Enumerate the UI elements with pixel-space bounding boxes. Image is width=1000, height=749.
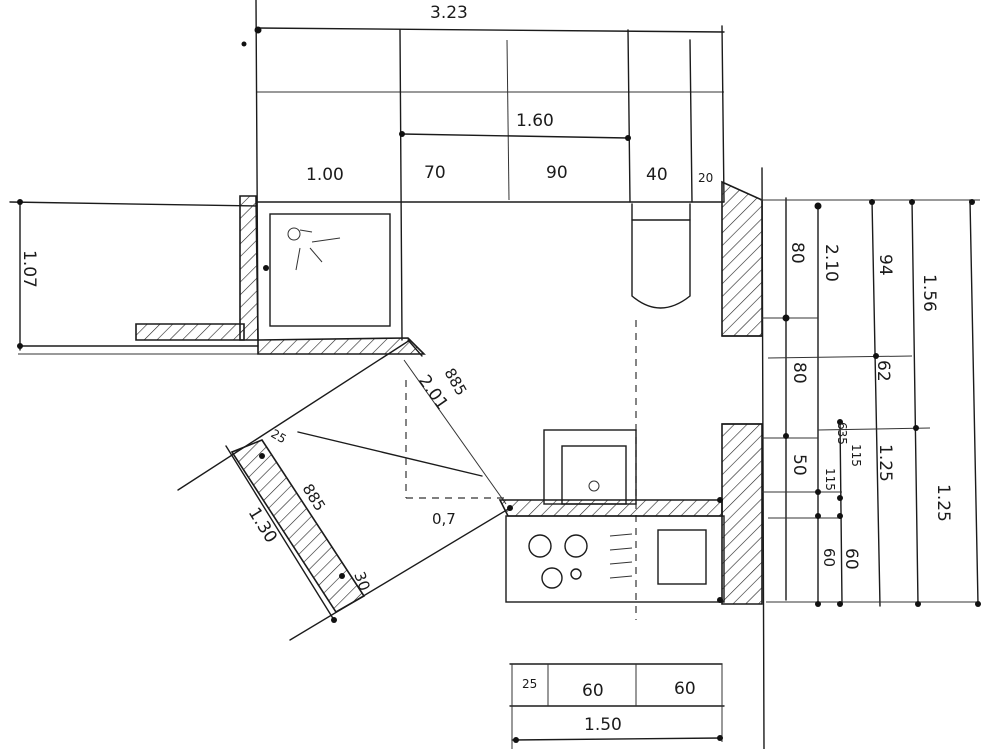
label-60-bottom-b: 60: [674, 679, 696, 699]
label-1-25a: 1.25: [875, 444, 895, 482]
label-1-56: 1.56: [919, 274, 939, 312]
bottom-dimension-lines: [509, 663, 725, 749]
label-60-bottom-a: 60: [582, 681, 604, 701]
dashed-reference-lines: [405, 320, 637, 620]
label-20: 20: [698, 171, 713, 185]
label-2-10: 2.10: [821, 244, 841, 282]
label-1-25b: 1.25: [933, 484, 953, 522]
label-1-50: 1.50: [584, 715, 622, 735]
sink-unit: [543, 429, 637, 505]
label-50: 50: [789, 454, 809, 476]
label-25-bottom: 25: [522, 677, 537, 691]
label-60b: 60: [841, 548, 861, 570]
label-60a: 60: [820, 548, 838, 567]
wall-below-shower: [257, 337, 426, 355]
label-1-60: 1.60: [516, 111, 554, 131]
label-115: 115: [849, 444, 863, 467]
right-dimension-lines: [760, 197, 981, 607]
label-25-diag: 25: [269, 426, 289, 446]
label-1-07: 1.07: [19, 250, 39, 288]
label-115b: 115: [823, 468, 837, 491]
tall-cabinet: [631, 203, 691, 309]
label-3-23: 3.23: [430, 3, 468, 23]
label-80-top: 80: [787, 242, 807, 264]
label-40: 40: [646, 165, 668, 185]
label-635: 635: [835, 422, 849, 445]
label-0-7: 0,7: [432, 510, 456, 528]
label-62: 62: [873, 360, 893, 382]
dimension-labels: 3.23 1.60 1.00 70 90 40 20 1.07 885 2.01…: [19, 3, 953, 735]
shower-unit: [263, 213, 391, 327]
left-room: [9, 195, 259, 355]
right-wall: [721, 167, 765, 749]
label-70: 70: [424, 163, 446, 183]
label-1-00: 1.00: [306, 165, 344, 185]
cooktop-counter: [498, 497, 725, 603]
angled-wall: [177, 339, 511, 641]
top-cabinet-run: [241, 0, 725, 341]
label-90: 90: [546, 163, 568, 183]
label-80-mid: 80: [789, 362, 809, 384]
label-30: 30: [350, 569, 373, 593]
label-94: 94: [875, 254, 895, 276]
